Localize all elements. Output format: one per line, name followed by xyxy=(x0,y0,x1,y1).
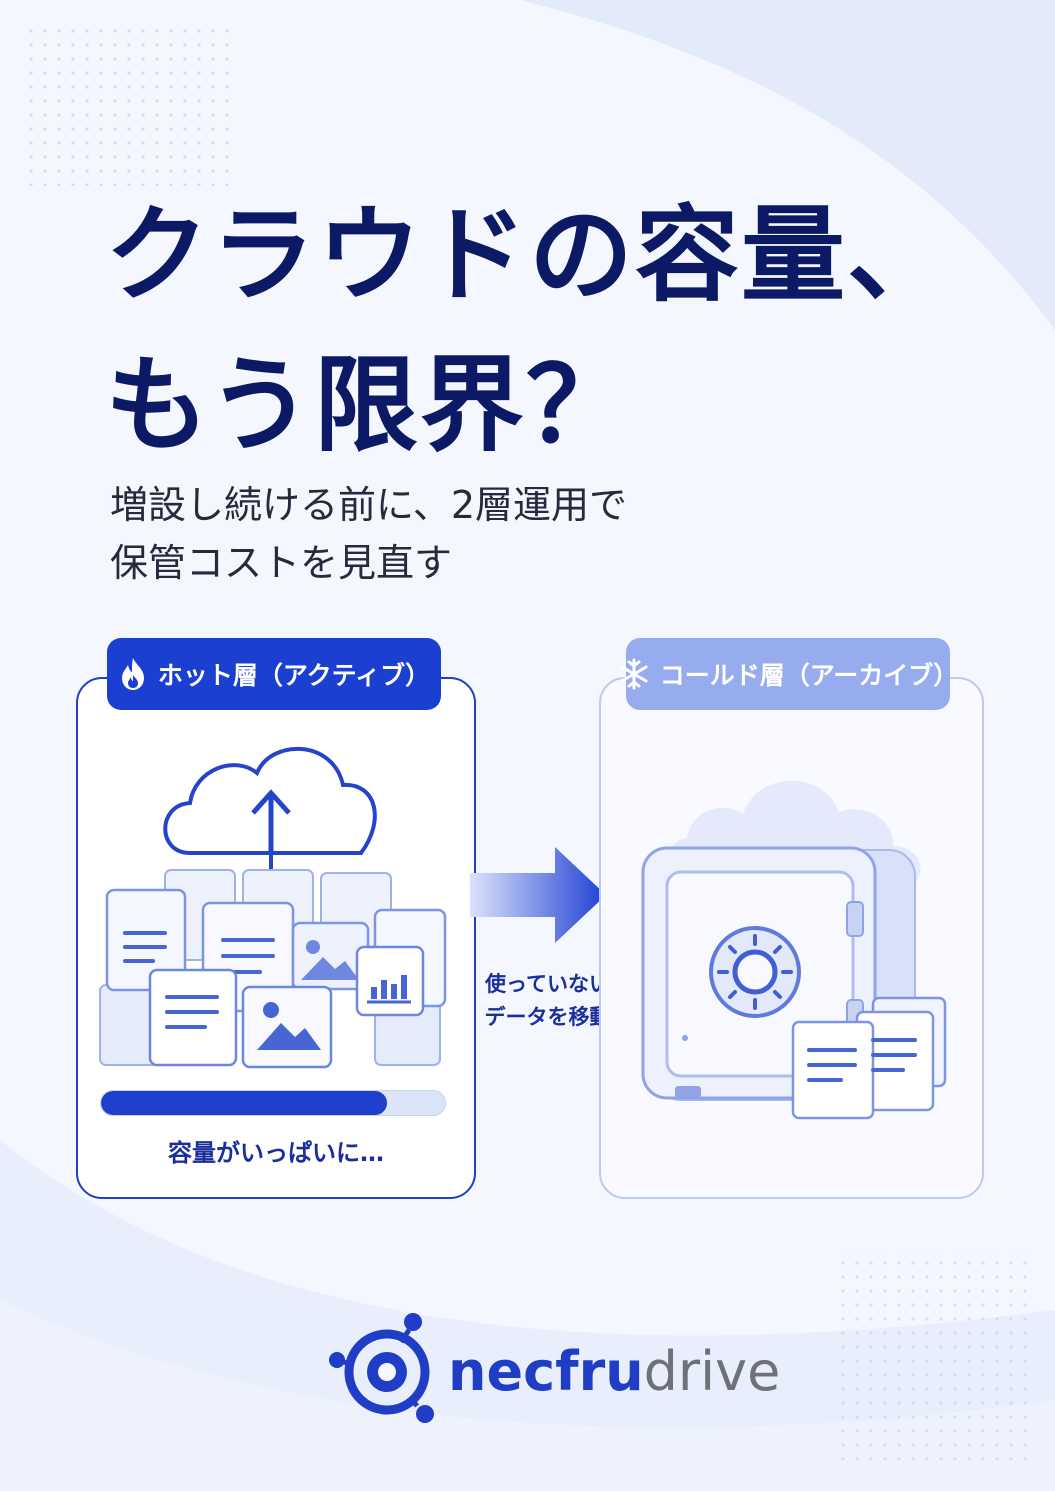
subheadline: 増設し続ける前に、2層運用で 保管コストを見直す xyxy=(110,476,627,592)
cold-tier-label: コールド層（アーカイブ） xyxy=(659,661,959,690)
hot-tier-label: ホット層（アクティブ） xyxy=(157,661,431,690)
transfer-label-line1: 使っていない xyxy=(485,972,610,996)
capacity-progress-fill xyxy=(101,1091,387,1115)
flame-icon xyxy=(121,658,144,690)
transfer-label: 使っていない データを移動 xyxy=(470,968,625,1034)
headline-line1: クラウドの容量、 xyxy=(105,194,954,316)
transfer-label-line2: データを移動 xyxy=(484,1005,611,1029)
snowflake-icon xyxy=(620,658,648,690)
transfer-arrow-icon xyxy=(470,847,606,943)
capacity-progress-bar xyxy=(100,1090,446,1116)
brand-name-secondary: drive xyxy=(643,1340,781,1403)
subheadline-line2: 保管コストを見直す xyxy=(110,541,453,585)
archive-safe-illustration xyxy=(641,780,947,1120)
headline-line2: もう限界？ xyxy=(105,344,632,466)
capacity-caption: 容量がいっぱいに… xyxy=(168,1139,384,1167)
cold-tier-label-badge: コールド層（アーカイブ） xyxy=(620,638,958,710)
necfru-drive-logo-icon xyxy=(329,1313,434,1423)
brand-name-primary: necfru xyxy=(448,1340,644,1403)
hot-storage-illustration xyxy=(99,746,447,1069)
brand-wordmark: necfrudrive xyxy=(448,1340,780,1404)
subheadline-line1: 増設し続ける前に、2層運用で xyxy=(110,483,628,527)
headline: クラウドの容量、 もう限界？ xyxy=(105,180,953,480)
hot-tier-label-badge: ホット層（アクティブ） xyxy=(107,638,441,710)
